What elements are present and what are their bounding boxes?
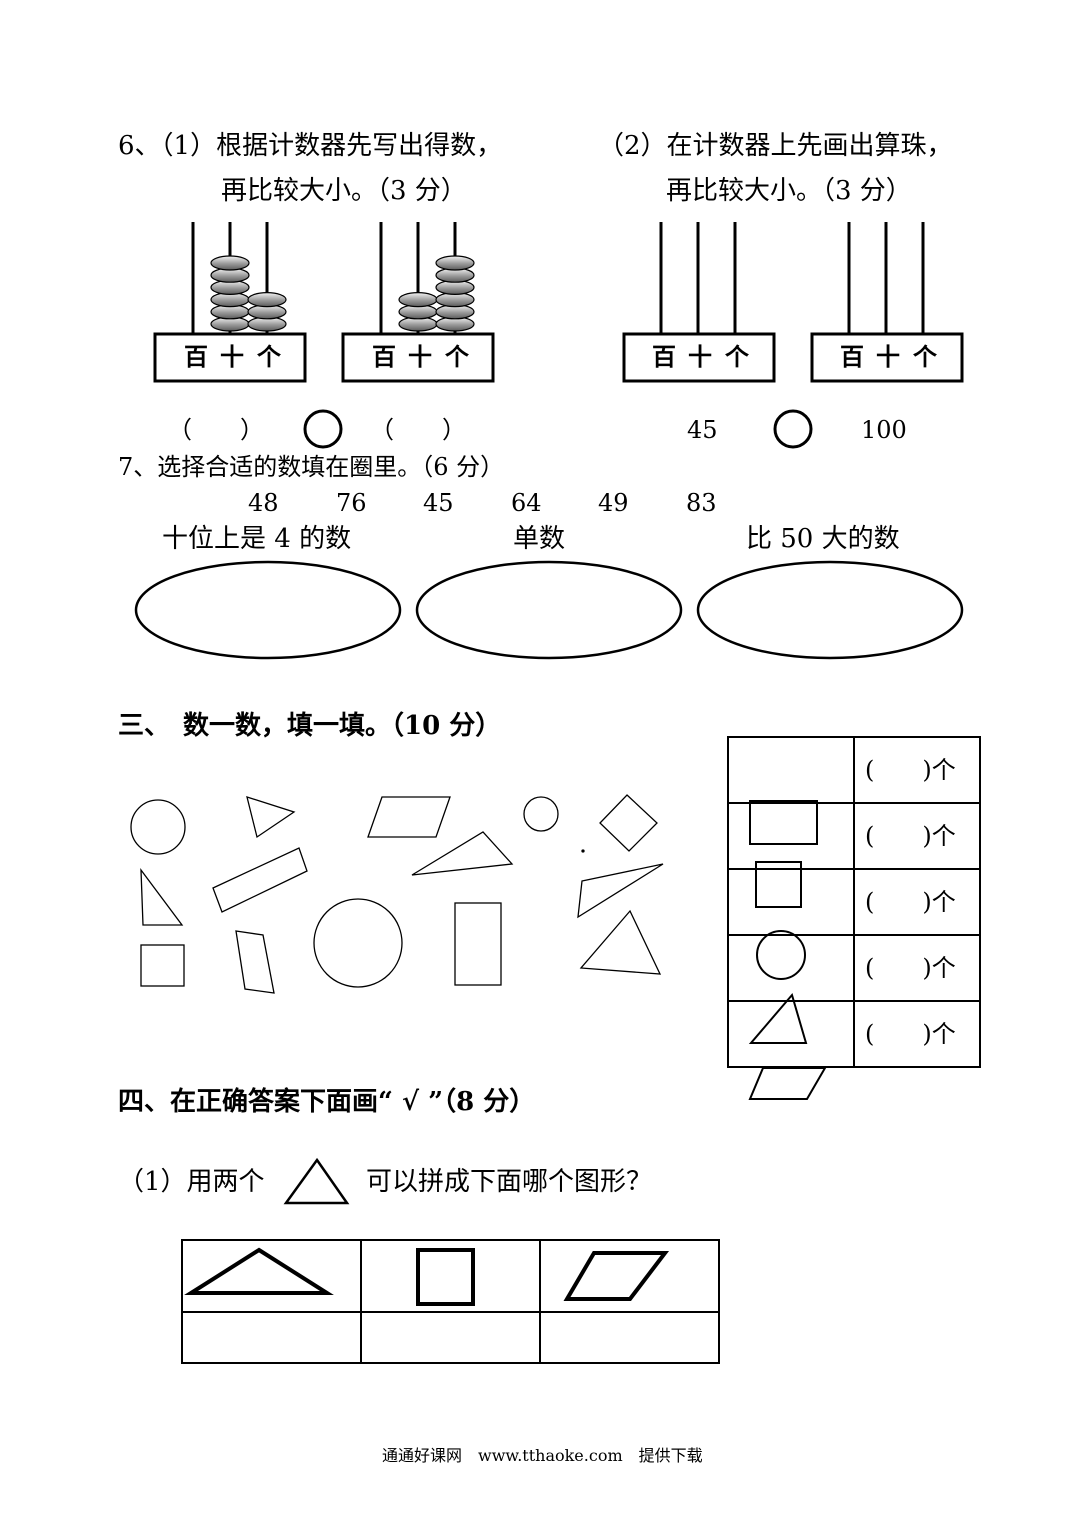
- count-blank-2[interactable]: ( )个: [865, 822, 956, 850]
- section4-q1-suffix: 可以拼成下面哪个图形？: [366, 1167, 653, 1197]
- answer-cell-square[interactable]: [363, 1314, 538, 1361]
- triangle-shape: [577, 863, 664, 919]
- circle-icon: [756, 930, 806, 980]
- abacus-2: [341, 222, 495, 383]
- q7-title: 7、选择合适的数填在圈里。（6 分）: [118, 453, 505, 481]
- parallelogram-shape: [235, 930, 275, 994]
- circle-label-odd: 单数: [513, 524, 566, 554]
- q6-part1-subtitle: 再比较大小。（3 分）: [221, 176, 467, 206]
- parallelogram-shape: [367, 796, 451, 838]
- answer-blank-left[interactable]: （ ）: [168, 416, 264, 444]
- compare-left-value: 45: [687, 416, 718, 444]
- compare-circle-left[interactable]: [303, 409, 343, 449]
- abacus-bead: [435, 255, 475, 271]
- square-shape: [599, 794, 658, 852]
- abacus1-label-ones: 个: [257, 342, 281, 371]
- abacus3-label-tens: 十: [688, 342, 712, 371]
- answer-ellipse-tens-4[interactable]: [134, 560, 402, 660]
- answer-blank-right[interactable]: （ ）: [370, 416, 466, 444]
- count-blank-3[interactable]: ( )个: [865, 888, 956, 916]
- footer-credit: 通通好课网 www.tthaoke.com 提供下载: [382, 1446, 703, 1465]
- parallelogram-option-icon: [563, 1251, 670, 1301]
- q6-part1-title: 6、（1）根据计数器先写出得数，: [118, 131, 503, 161]
- circle-label-tens-4: 十位上是 4 的数: [162, 524, 352, 554]
- abacus-bead: [398, 292, 438, 308]
- square-option-icon: [416, 1248, 475, 1306]
- q7-number-1: 48: [248, 489, 279, 517]
- count-blank-5[interactable]: ( )个: [865, 1020, 956, 1048]
- abacus4-label-ones: 个: [913, 342, 937, 371]
- q7-number-2: 76: [336, 489, 367, 517]
- answer-cell-parallelogram[interactable]: [542, 1314, 717, 1361]
- count-blank-4[interactable]: ( )个: [865, 954, 956, 982]
- circle-shape: [130, 799, 186, 855]
- rectangle-shape: [454, 902, 502, 986]
- triangle-icon: [283, 1157, 350, 1205]
- abacus3-label-hundreds: 百: [652, 342, 676, 371]
- q7-number-5: 49: [598, 489, 629, 517]
- circle-shape: [523, 796, 559, 832]
- abacus1-label-hundreds: 百: [184, 342, 208, 371]
- square-shape: [140, 944, 185, 987]
- answer-ellipse-gt50[interactable]: [696, 560, 964, 660]
- abacus-4: [810, 222, 964, 383]
- abacus3-label-ones: 个: [725, 342, 749, 371]
- abacus4-label-tens: 十: [876, 342, 900, 371]
- triangle-shape: [246, 796, 296, 839]
- abacus-bead: [210, 255, 250, 271]
- triangle-shape: [579, 909, 662, 975]
- abacus-1: [153, 222, 307, 383]
- abacus2-label-ones: 个: [445, 342, 469, 371]
- section3-title: 三、 数一数，填一填。（10 分）: [118, 711, 502, 741]
- q6-part2-title: （2）在计数器上先画出算珠，: [598, 131, 953, 161]
- shape-scatter: [130, 794, 664, 994]
- section4-title: 四、在正确答案下面画“ √ ”（8 分）: [118, 1087, 536, 1117]
- q7-number-6: 83: [686, 489, 717, 517]
- rectangle-shape: [212, 847, 308, 913]
- abacus4-label-hundreds: 百: [840, 342, 864, 371]
- count-table-icons: [748, 800, 827, 1100]
- abacus2-label-tens: 十: [408, 342, 432, 371]
- abacus-1-beads: [210, 255, 287, 332]
- q7-number-4: 64: [511, 489, 542, 517]
- answer-cell-triangle[interactable]: [184, 1314, 359, 1361]
- circle-shape: [313, 898, 403, 988]
- compare-right-value: 100: [861, 416, 907, 444]
- count-blank-1[interactable]: ( )个: [865, 756, 956, 784]
- triangle-shape: [411, 831, 514, 876]
- triangle-icon: [748, 992, 808, 1044]
- square-icon: [755, 861, 802, 908]
- abacus-bead: [247, 292, 287, 308]
- answer-table: [181, 1239, 720, 1364]
- abacus1-label-tens: 十: [220, 342, 244, 371]
- abacus-3: [622, 222, 776, 383]
- q6-part2-subtitle: 再比较大小。（3 分）: [666, 176, 912, 206]
- circle-label-gt50: 比 50 大的数: [746, 524, 900, 554]
- count-table: [727, 736, 981, 1068]
- parallelogram-icon: [748, 1067, 827, 1100]
- speck-dot: [581, 849, 585, 853]
- compare-circle-right[interactable]: [773, 409, 813, 449]
- answer-options: [184, 1247, 670, 1306]
- abacus2-label-hundreds: 百: [372, 342, 396, 371]
- triangle-shape: [140, 867, 184, 926]
- section4-q1-prefix: （1）用两个: [118, 1167, 265, 1197]
- rectangle-icon: [749, 800, 818, 845]
- q7-number-3: 45: [423, 489, 454, 517]
- triangle-option-icon: [184, 1247, 334, 1295]
- abacus-2-beads: [398, 255, 475, 332]
- answer-ellipse-odd[interactable]: [415, 560, 683, 660]
